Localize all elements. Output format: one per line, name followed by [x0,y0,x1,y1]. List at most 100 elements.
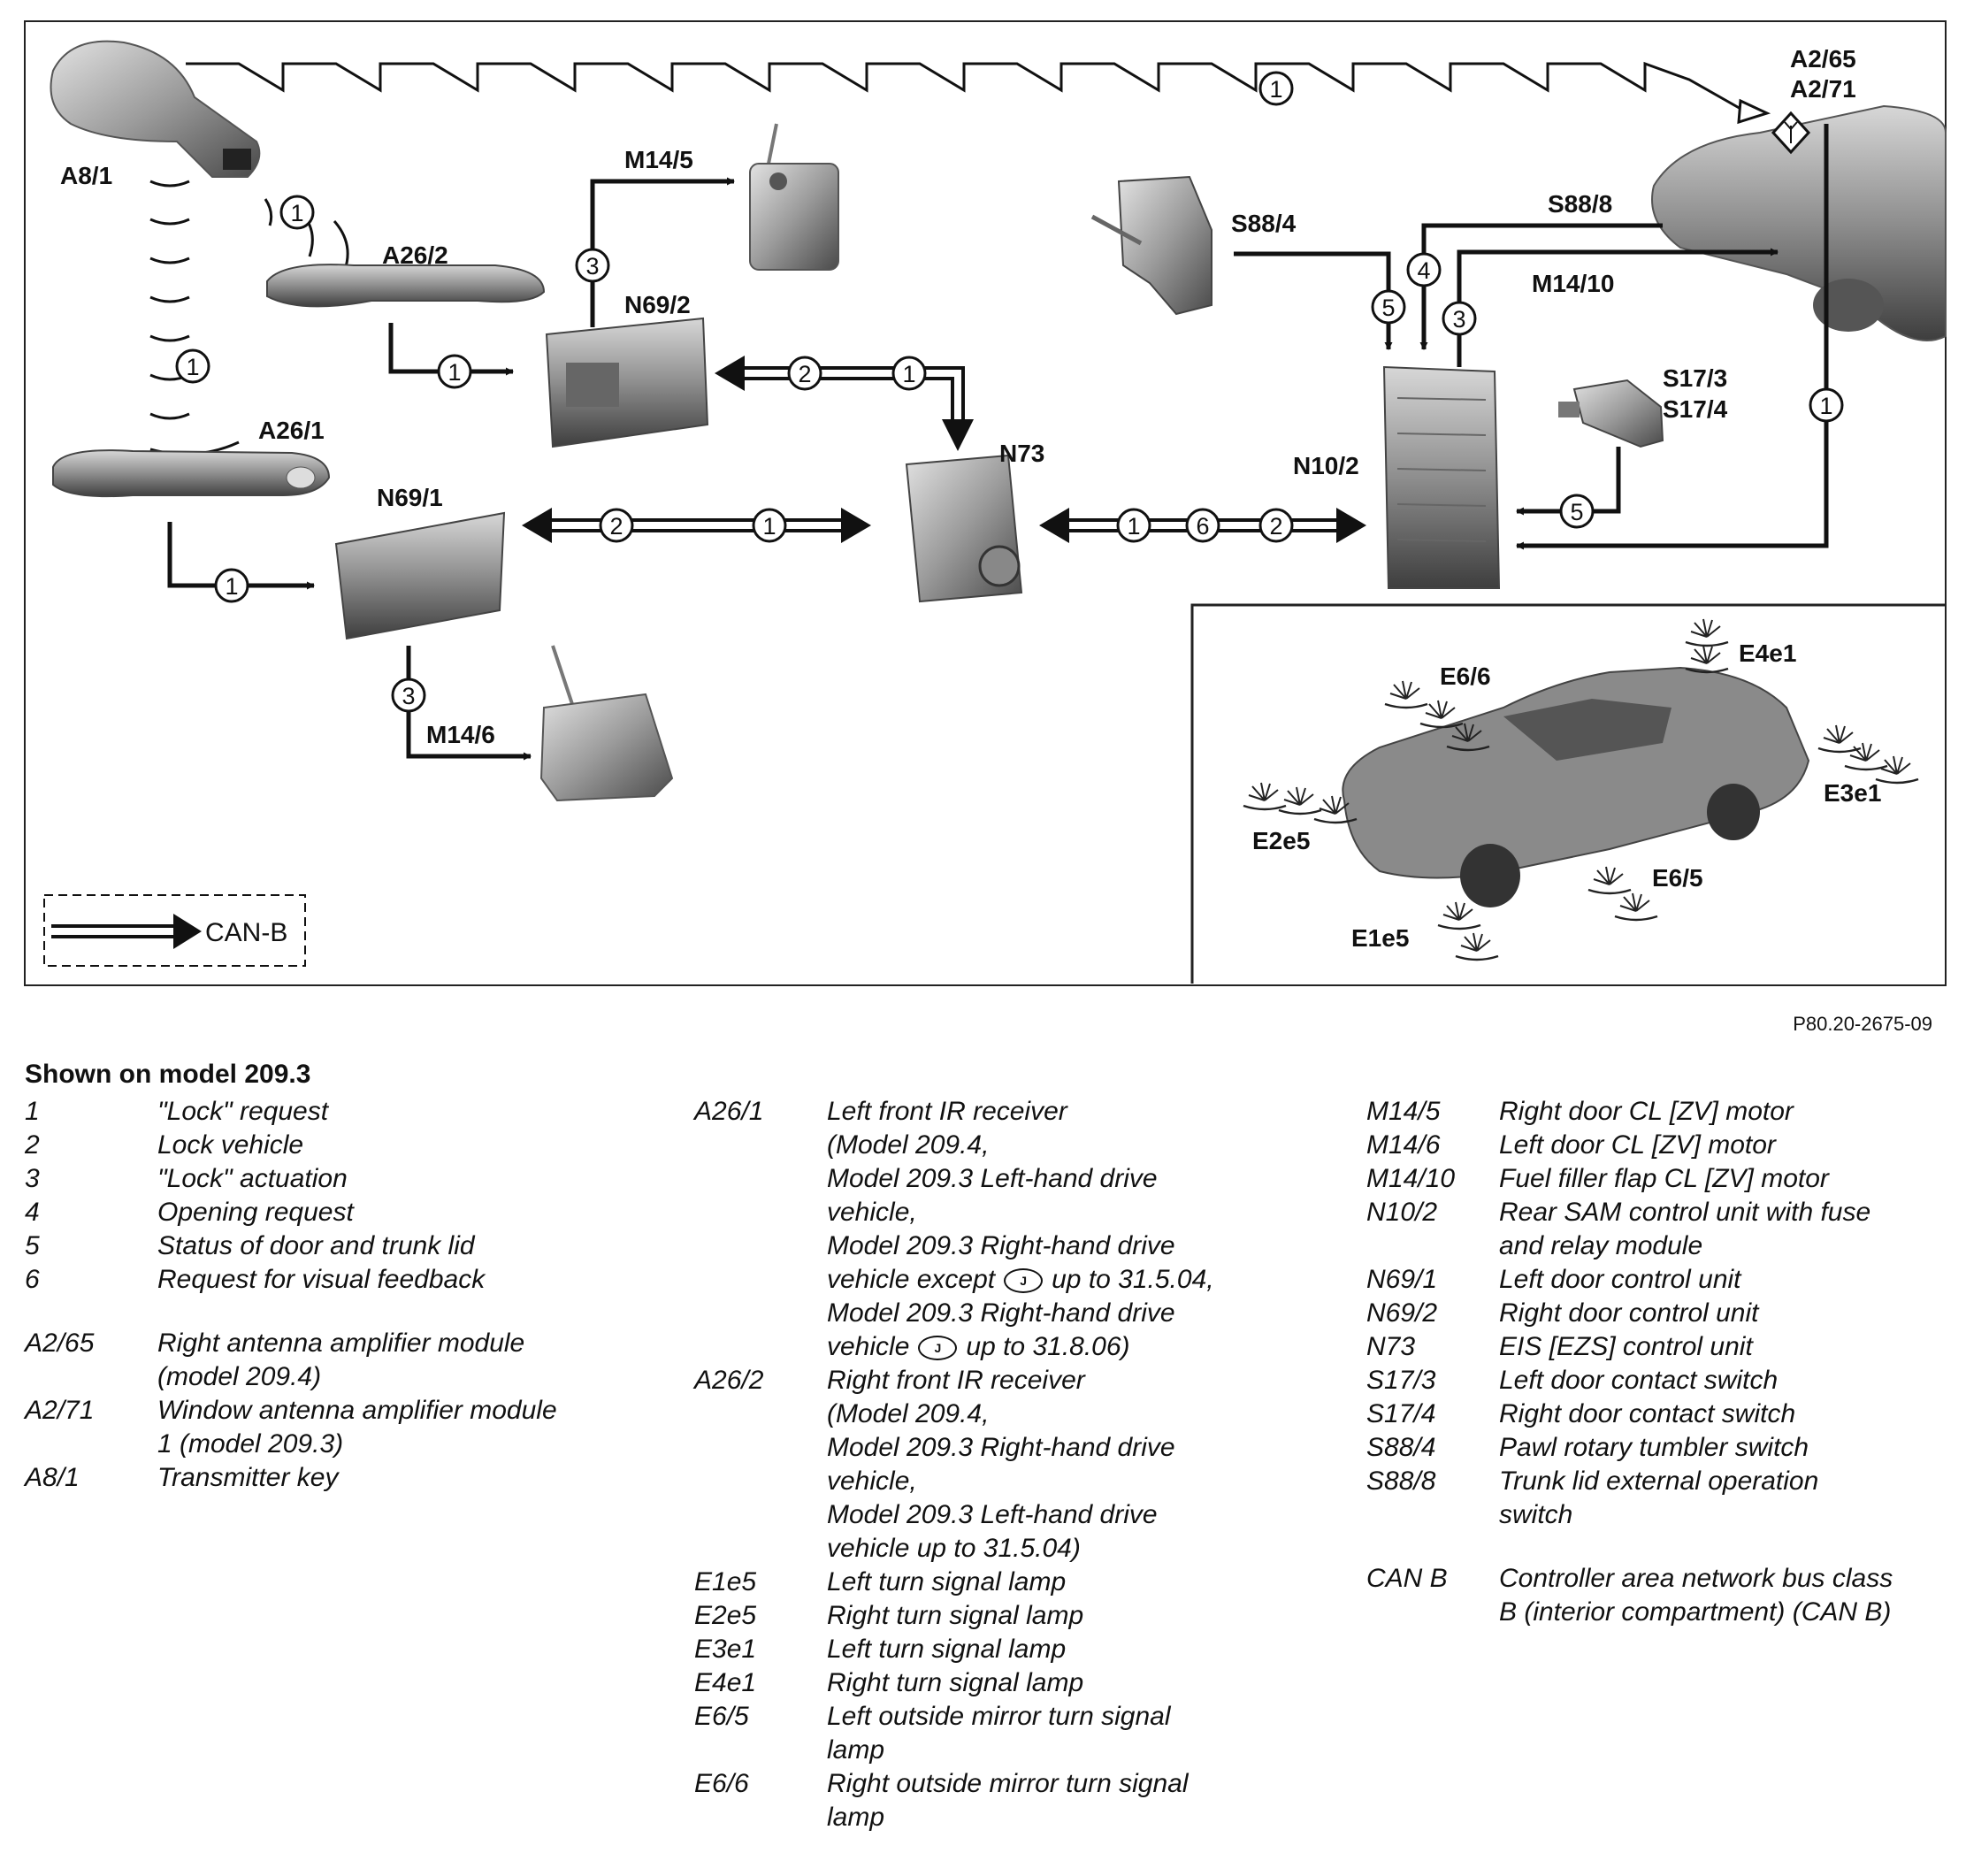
right-front-ir-receiver-icon [266,264,546,308]
legend-title: Shown on model 209.3 [25,1060,311,1089]
legend-desc: Left door CL [ZV] motor [1499,1130,1776,1160]
line-a2-65-to-n10-2 [1516,124,1829,550]
line-s88-8-to-n10-2 [1419,223,1663,350]
legend-desc-part: Model 209.3 Right-hand drive [827,1298,1175,1328]
circle-1: 1 [1127,513,1140,540]
circle-2: 2 [609,513,623,540]
reference-code: P80.20-2675-09 [1793,1013,1932,1035]
legend-code: M14/10 [1366,1164,1456,1193]
circle-1: 1 [186,354,199,380]
left-door-control-unit-icon [334,511,506,640]
circle-1: 1 [1269,76,1282,103]
legend-code: A8/1 [25,1463,80,1492]
label-m14-6: M14/6 [426,721,495,748]
legend-desc: Right outside mirror turn signal lamp [827,1769,1189,1832]
legend-desc: Trunk lid external operation switch [1499,1466,1819,1529]
pawl-rotary-tumbler-switch-icon [1090,175,1212,316]
circle-1: 1 [225,573,238,600]
label-e4e1: E4e1 [1739,639,1796,667]
circle-1: 1 [1819,393,1832,419]
label-n10-2: N10/2 [1293,452,1359,479]
circle-1: 1 [902,361,915,387]
legend-code: A26/2 [694,1366,764,1395]
legend-code: S17/3 [1366,1366,1436,1395]
legend-desc: Controller area network bus class B (int… [1499,1564,1893,1627]
legend-code: S88/8 [1366,1466,1436,1496]
legend-desc: Opening request [157,1198,354,1227]
legend-row-a26-1: A26/1 Left front IR receiver (Model 209.… [694,1095,1313,1364]
legend-code: M14/5 [1366,1097,1441,1126]
legend-code: E2e5 [694,1601,757,1630]
legend-code: 3 [25,1164,40,1193]
legend-desc: "Lock" actuation [157,1164,348,1193]
legend-code: S88/4 [1366,1433,1436,1462]
vehicle-rear-icon [1651,104,1947,341]
circle-2: 2 [798,361,811,387]
legend-code: 5 [25,1231,40,1260]
inset-frame [1190,603,1946,984]
legend-row: S88/8 Trunk lid external operation switch [1366,1465,1959,1532]
legend-desc: "Lock" request [157,1097,329,1126]
legend-desc: Right turn signal lamp [827,1668,1084,1697]
legend-desc: Left front IR receiver (Model 209.4, Mod… [827,1095,1313,1364]
right-door-control-unit-icon [545,317,709,448]
ir-signal-arrowhead [1737,98,1771,125]
label-m14-10: M14/10 [1532,270,1614,297]
legend-desc: Transmitter key [157,1463,339,1492]
right-door-cl-motor-icon [749,123,839,271]
legend-desc: Right door CL [ZV] motor [1499,1097,1794,1126]
legend-code: A26/1 [694,1097,764,1126]
circle-3: 3 [1452,306,1465,333]
legend-code: E6/6 [694,1769,749,1798]
legend-desc: Fuel filler flap CL [ZV] motor [1499,1164,1829,1193]
rear-sam-control-unit-icon [1382,365,1501,589]
legend-code: E6/5 [694,1702,749,1731]
circle-5: 5 [1381,295,1395,321]
legend-code: N73 [1366,1332,1416,1361]
label-n69-2: N69/2 [624,291,691,318]
legend-code: 4 [25,1198,40,1227]
label-a26-1: A26/1 [258,417,325,444]
legend-code: 1 [25,1097,40,1126]
label-a2-71: A2/71 [1790,75,1856,103]
can-b-key-label: CAN-B [205,918,287,947]
line-s17-to-n10-2 [1516,447,1621,516]
j-symbol-icon: J [918,1336,958,1361]
circle-1: 1 [290,200,303,226]
legend-desc-part: up to 31.5.04, [1052,1265,1214,1294]
vehicle-inset-icon [1342,666,1810,907]
eis-control-unit-icon [905,454,1023,603]
legend-desc: Right front IR receiver (Model 209.4, Mo… [827,1366,1175,1563]
circle-2: 2 [1269,513,1282,540]
label-e3e1: E3e1 [1824,779,1881,807]
circle-3: 3 [585,253,599,279]
legend-desc: Left door contact switch [1499,1366,1779,1395]
left-front-ir-receiver-icon [52,449,331,498]
can-b-key-arrow [51,914,202,949]
legend-row: E6/6 Right outside mirror turn signal lam… [694,1767,1313,1834]
legend-desc: Left door control unit [1499,1265,1741,1294]
transmitter-key-icon [50,40,261,178]
legend-code: 6 [25,1265,40,1294]
legend-code: A2/65 [25,1329,95,1358]
line-a26-1-to-n69-1 [167,522,315,590]
legend-code: A2/71 [25,1396,95,1425]
line-a26-2-to-n69-2 [388,323,514,376]
legend-desc: Left turn signal lamp [827,1567,1067,1597]
label-s17-4: S17/4 [1663,395,1728,423]
legend-desc-part: Left front IR receiver (Model 209.4, Mod… [827,1097,1175,1260]
legend-row: N10/2 Rear SAM control unit with fuse and… [1366,1196,1959,1263]
legend-desc: Lock vehicle [157,1130,304,1160]
circle-5: 5 [1570,499,1583,525]
legend-desc: Left turn signal lamp [827,1635,1067,1664]
legend-desc: Rear SAM control unit with fuse and rela… [1499,1198,1871,1260]
circle-1: 1 [448,359,461,386]
left-door-cl-motor-icon [539,645,674,802]
legend-code: N10/2 [1366,1198,1438,1227]
